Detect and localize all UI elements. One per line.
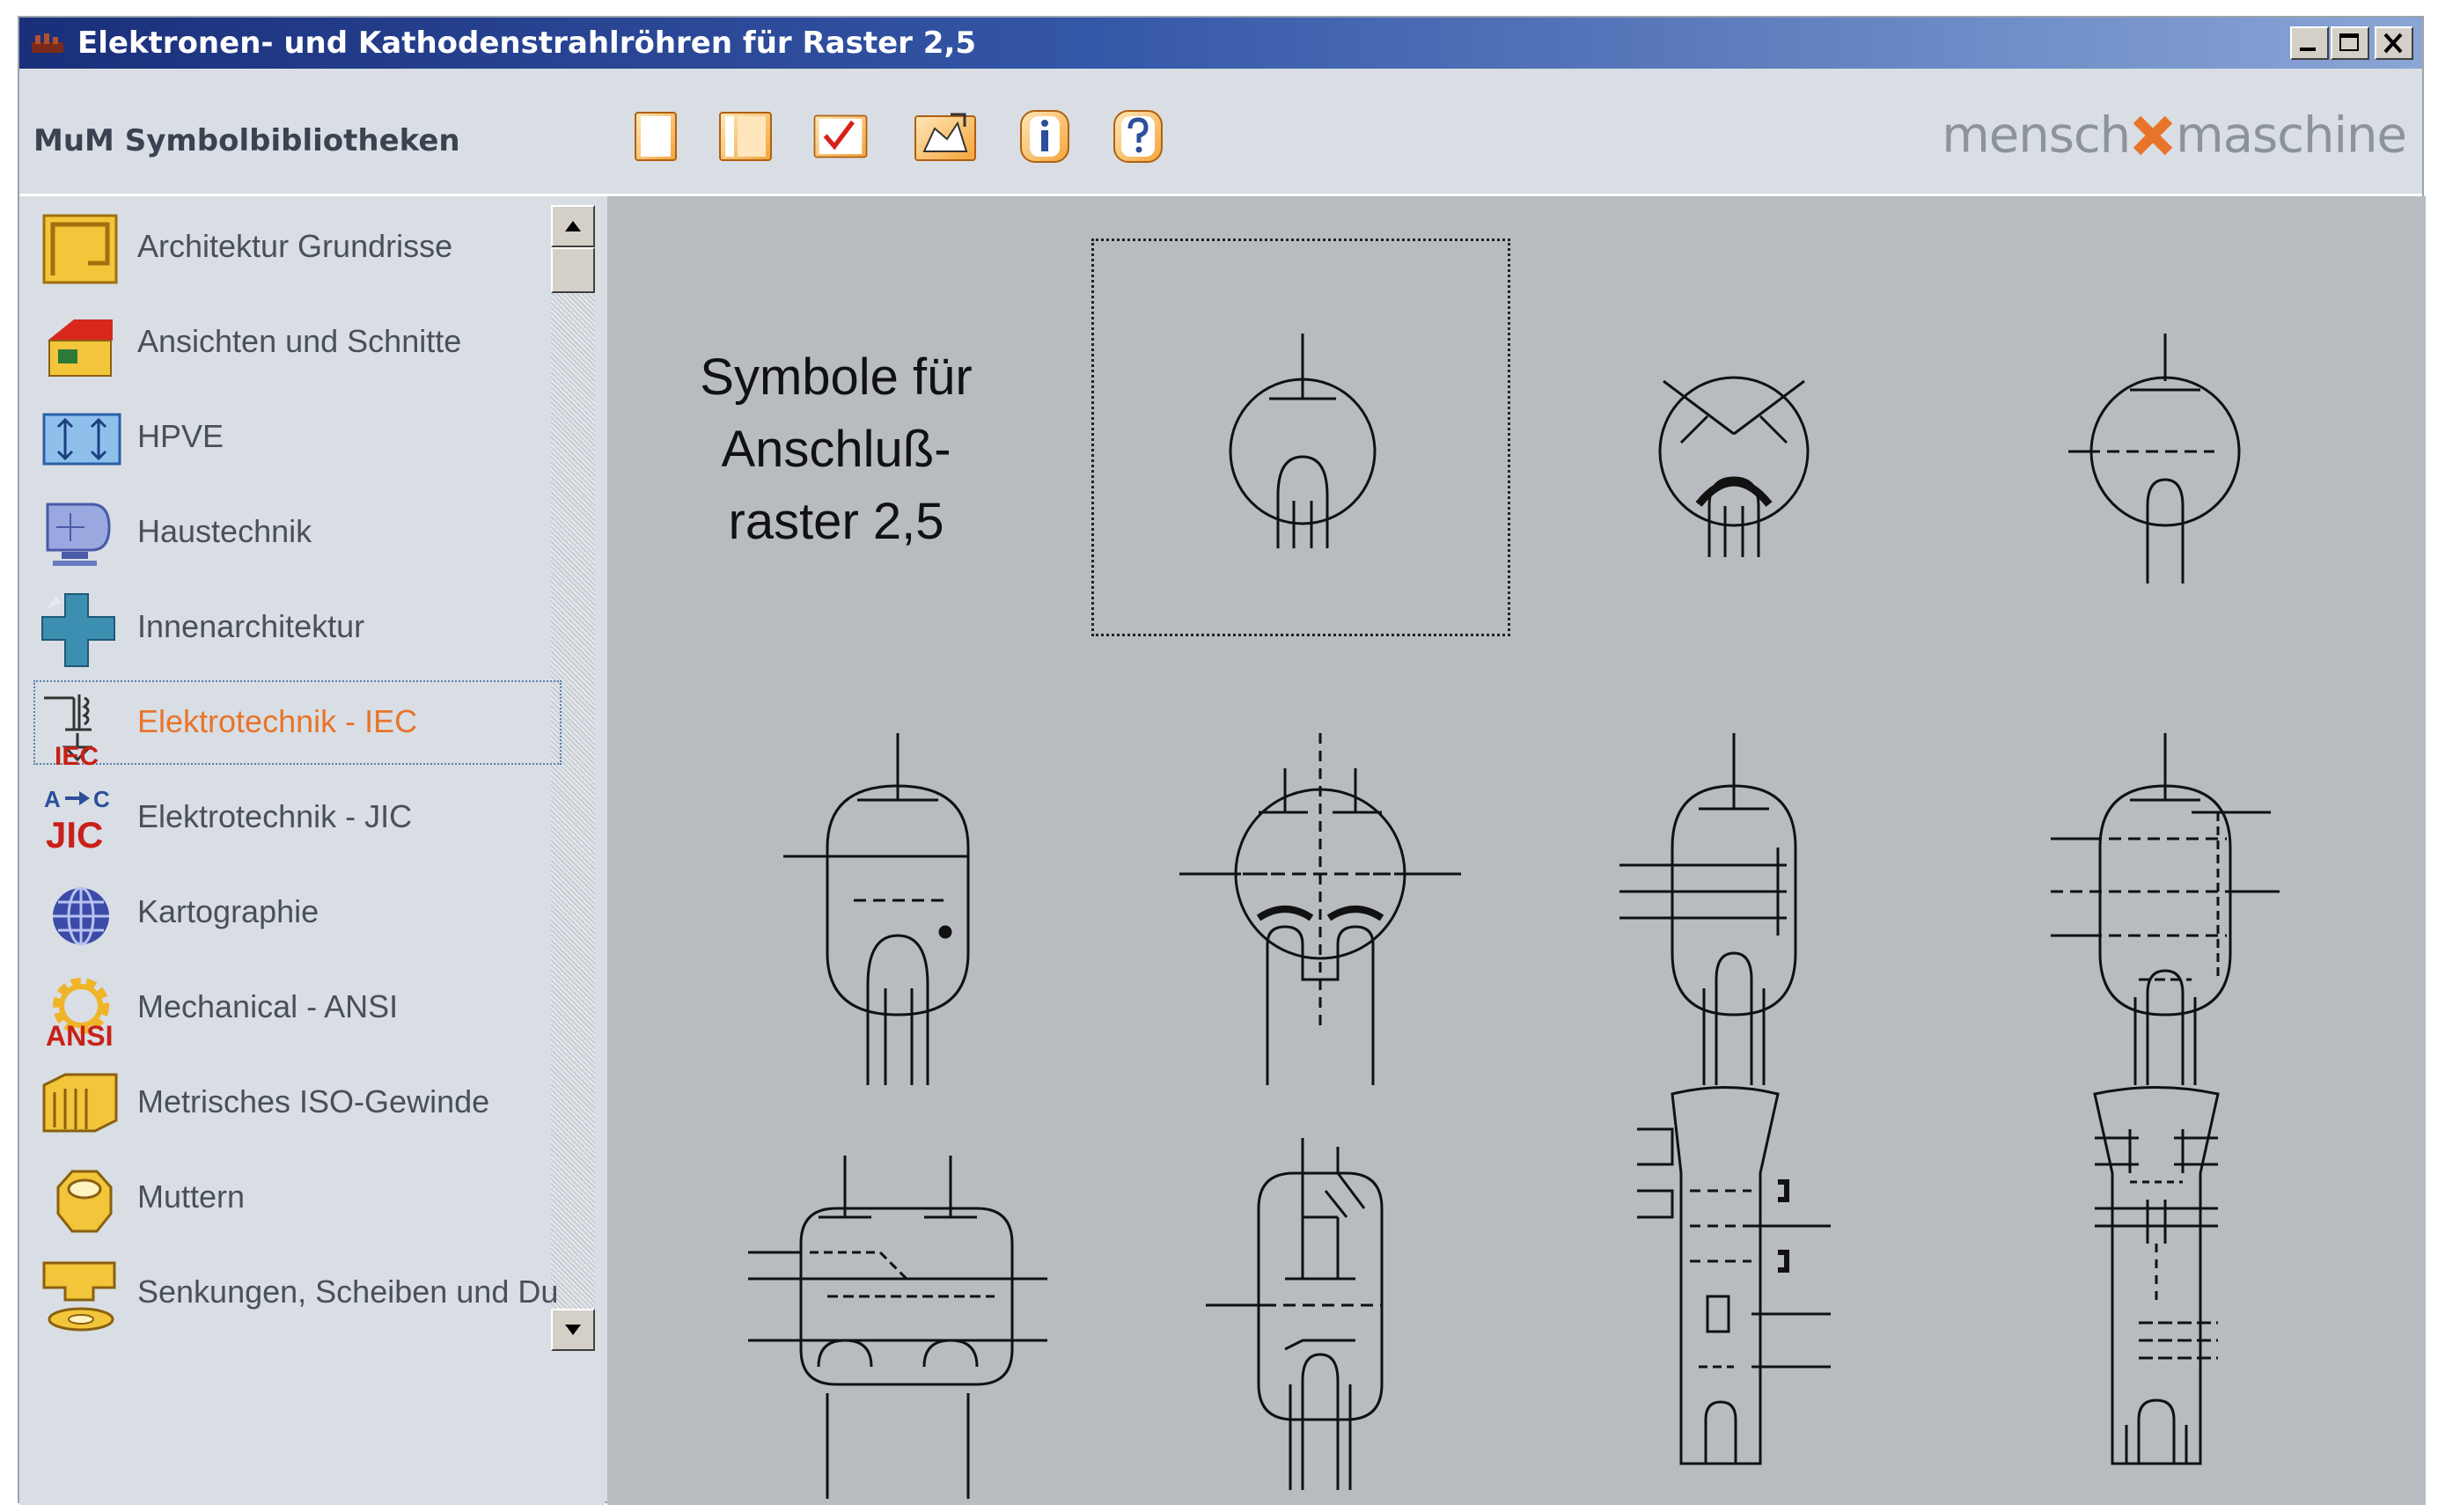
sidebar-item-label: Architektur Grundrisse: [137, 228, 453, 264]
gear-icon: [53, 978, 109, 1034]
app-window: Elektronen- und Kathodenstrahlröhren für…: [18, 16, 2426, 1505]
app-icon: [32, 33, 63, 53]
scroll-thumb[interactable]: [551, 247, 595, 293]
sidebar-item-label: Innenarchitektur: [137, 608, 365, 644]
raster-note: Symbole für Anschluß- raster 2,5: [669, 341, 1003, 558]
double-triode-tube-symbol[interactable]: [1153, 716, 1487, 1103]
library-title: MuM Symbolbibliotheken: [33, 123, 460, 158]
svg-text:A: A: [44, 786, 61, 812]
window-title: Elektronen- und Kathodenstrahlröhren für…: [77, 26, 977, 61]
thread-icon: [42, 1073, 118, 1133]
magic-eye-tube-symbol[interactable]: [1584, 258, 1884, 628]
arrow-up-icon: [565, 221, 581, 231]
sidebar-item-label: HPVE: [137, 418, 224, 454]
sidebar-item-elektrotechnik-iec[interactable]: Elektrotechnik - IEC IEC: [33, 680, 562, 771]
logo-text-left: mensch: [1942, 106, 2131, 165]
globe-icon: [53, 886, 109, 946]
sidebar-item-muttern[interactable]: Muttern: [33, 1156, 562, 1240]
washer-icon: [42, 1261, 116, 1332]
sidebar-item-haustechnik[interactable]: Haustechnik: [33, 490, 562, 575]
new-page-icon[interactable]: [627, 107, 685, 165]
note-line: raster 2,5: [728, 493, 944, 550]
help-icon[interactable]: [1109, 107, 1167, 165]
minimize-icon: [2300, 48, 2316, 51]
iec-icon: [44, 694, 93, 762]
book-icon[interactable]: [716, 107, 775, 165]
sidebar-item-label: Elektrotechnik - IEC: [137, 703, 418, 739]
ansi-badge: ANSI: [46, 1020, 114, 1052]
pentode-tube-symbol[interactable]: [748, 716, 1047, 1103]
sidebar-item-elektrotechnik-jic[interactable]: A C Elektrotechnik - JIC JIC: [33, 775, 562, 860]
tetrode-tube-symbol[interactable]: [2016, 258, 2315, 645]
sidebar-item-kartographie[interactable]: Kartographie: [33, 870, 562, 955]
scroll-up-button[interactable]: [551, 205, 595, 247]
sidebar-item-innenarchitektur[interactable]: Innenarchitektur: [33, 585, 562, 670]
sidebar-item-senkungen-scheiben[interactable]: Senkungen, Scheiben und Du: [33, 1251, 562, 1335]
sidebar-item-label: Mechanical - ANSI: [137, 988, 399, 1024]
hexode-tube-symbol[interactable]: [1584, 716, 1884, 1103]
logo-x-icon: [2133, 115, 2173, 156]
sidebar-item-label: Senkungen, Scheiben und Du: [137, 1273, 559, 1310]
crt-tube-a-symbol[interactable]: [1602, 1076, 1866, 1499]
sidebar-item-label: Muttern: [137, 1178, 246, 1215]
house-icon: [48, 319, 113, 377]
minimize-button[interactable]: [2290, 26, 2329, 60]
sidebar-item-ansichten-und-schnitte[interactable]: Ansichten und Schnitte: [33, 300, 562, 385]
maximize-button[interactable]: [2331, 26, 2369, 60]
triode-tube-symbol[interactable]: [1153, 258, 1452, 628]
symbol-canvas: Symbole für Anschluß- raster 2,5: [607, 196, 2426, 1505]
close-button[interactable]: [2375, 26, 2413, 60]
sidebar-item-label: Metrisches ISO-Gewinde: [137, 1083, 490, 1119]
sidebar-item-label: Haustechnik: [137, 513, 312, 549]
library-sidebar: Architektur Grundrisse Ansichten und Sch…: [19, 196, 605, 1505]
mensch-maschine-logo: mensch maschine: [1942, 104, 2407, 165]
jic-badge: JIC: [46, 814, 104, 855]
sidebar-scrollbar[interactable]: [551, 205, 595, 1349]
thyratron-tube-symbol[interactable]: [1171, 1129, 1470, 1499]
arrow-down-icon: [565, 1325, 581, 1335]
sidebar-item-hpve[interactable]: HPVE: [33, 395, 562, 480]
sidebar-item-label: Elektrotechnik - JIC: [137, 798, 413, 834]
title-bar[interactable]: Elektronen- und Kathodenstrahlröhren für…: [19, 18, 2422, 69]
heptode-tube-symbol[interactable]: [2016, 716, 2315, 1103]
interior-icon: [41, 593, 115, 667]
selection-frame: [1091, 239, 1510, 636]
header: MuM Symbolbibliotheken: [19, 69, 2422, 196]
maximize-icon: [2339, 33, 2359, 51]
scroll-down-button[interactable]: [551, 1309, 595, 1351]
iec-badge: IEC: [55, 742, 99, 771]
crt-tube-b-symbol[interactable]: [2016, 1076, 2297, 1499]
floorplan-icon: [42, 214, 118, 284]
close-icon: [2383, 33, 2403, 54]
sidebar-item-architektur-grundrisse[interactable]: Architektur Grundrisse: [33, 205, 562, 290]
checklist-icon[interactable]: [811, 107, 870, 165]
jic-icon: A C: [44, 786, 110, 812]
svg-text:C: C: [93, 786, 110, 812]
note-line: Symbole für: [700, 349, 973, 406]
sidebar-item-label: Kartographie: [137, 893, 319, 929]
sidebar-item-metrisches-iso-gewinde[interactable]: Metrisches ISO-Gewinde: [33, 1061, 562, 1145]
sidebar-item-label: Ansichten und Schnitte: [137, 323, 462, 359]
sidebar-item-mechanical-ansi[interactable]: Mechanical - ANSI ANSI: [33, 965, 562, 1052]
note-line: Anschluß-: [721, 421, 951, 478]
info-icon[interactable]: [1016, 107, 1074, 165]
monitor-icon: [46, 503, 111, 566]
nut-icon: [56, 1170, 113, 1233]
hpve-icon: [42, 413, 121, 466]
double-tube-symbol[interactable]: [731, 1129, 1065, 1499]
logo-text-right: maschine: [2176, 106, 2407, 165]
export-icon[interactable]: [912, 107, 979, 165]
